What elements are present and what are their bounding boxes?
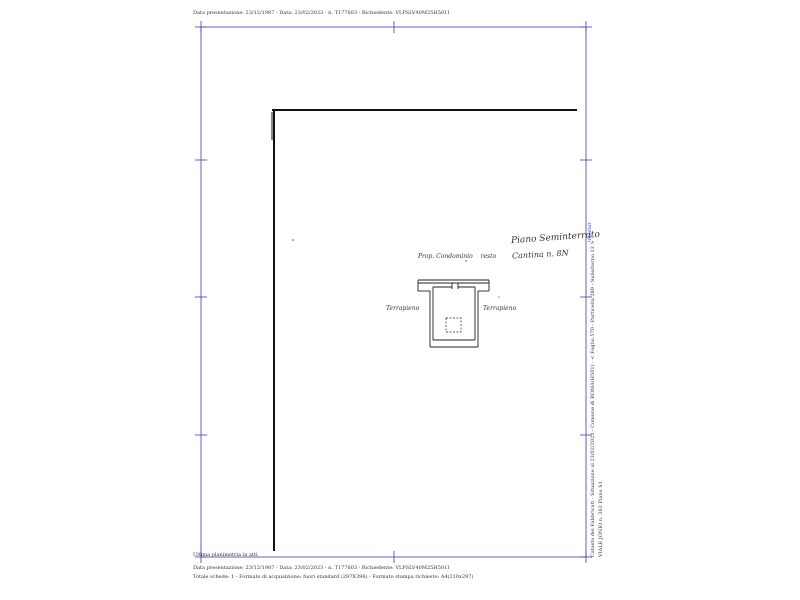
side-address-line: VIALE JONIO n. 363 Piano S1 bbox=[598, 481, 604, 557]
label-condominio: Prop. Condominio resto bbox=[418, 253, 496, 260]
header-info-line: Data presentazione: 23/12/1987 - Data: 2… bbox=[193, 10, 450, 16]
scan-border-lines bbox=[271, 109, 577, 551]
label-condominio-text: Prop. Condominio bbox=[418, 253, 473, 260]
side-cadastre-line: Catasto dei Fabbricati - Situazione al 2… bbox=[590, 240, 596, 557]
footer-format-line: Totale schede: 1 - Formato di acquisizio… bbox=[193, 574, 474, 580]
label-terrapieno-left: Terrapieno bbox=[386, 305, 420, 312]
page-frame bbox=[200, 26, 587, 558]
frame-ticks bbox=[195, 21, 592, 563]
cellar-plan bbox=[417, 279, 490, 348]
footer-info-line: Data presentazione: 23/12/1987 - Data: 2… bbox=[193, 565, 450, 571]
footer-last-plan: Ultima planimetria in atti bbox=[193, 552, 258, 558]
scan-specks bbox=[292, 239, 500, 298]
label-condominio-text-2: resto bbox=[480, 253, 497, 260]
label-terrapieno-right: Terrapieno bbox=[483, 305, 517, 312]
